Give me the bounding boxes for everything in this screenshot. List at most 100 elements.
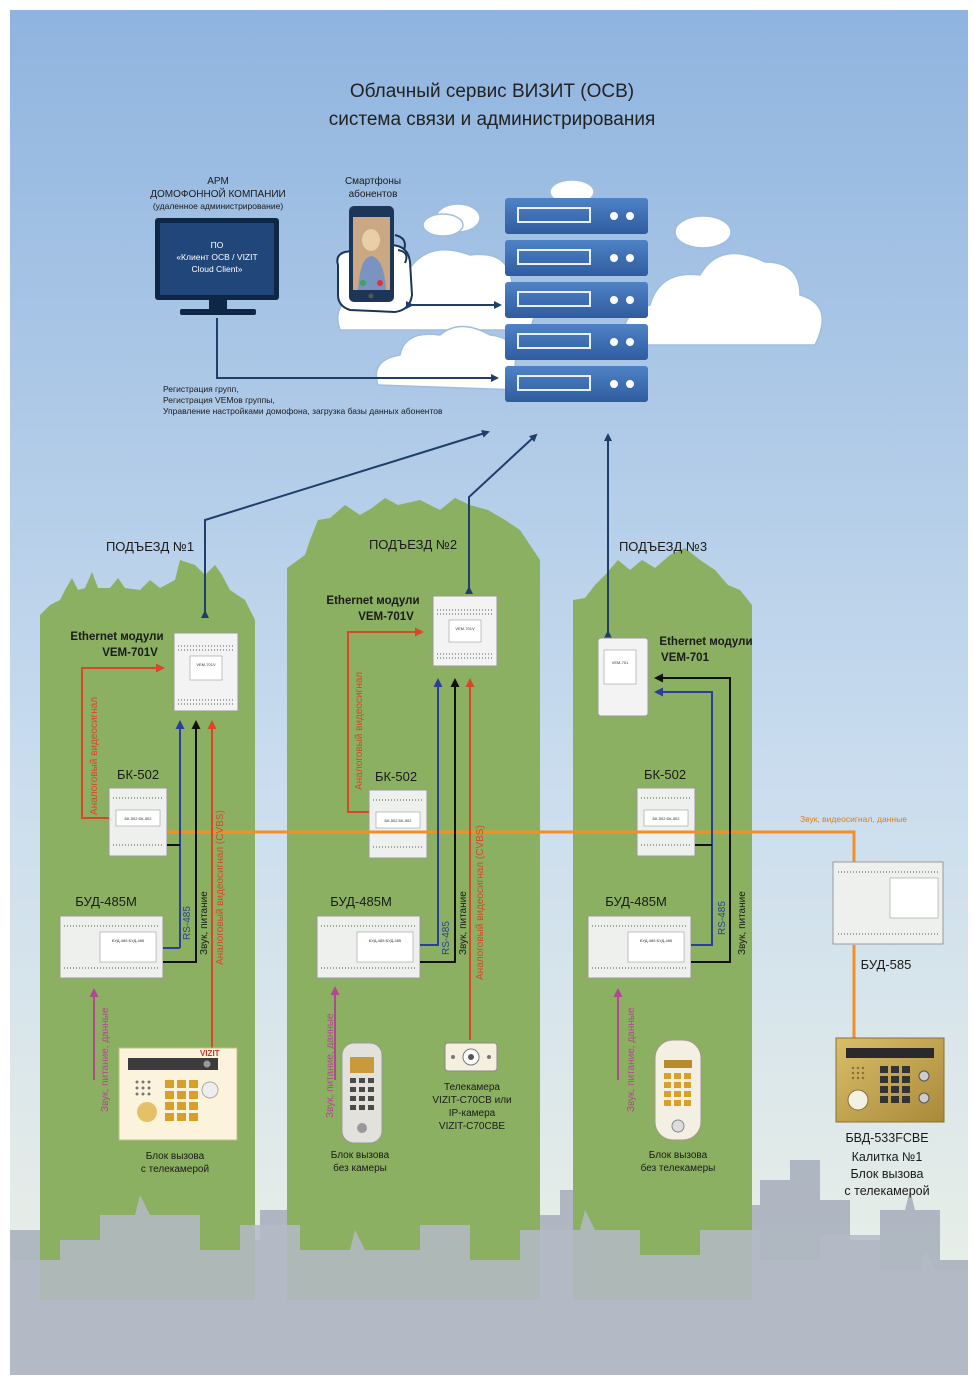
entrance-label-3: ПОДЪЕЗД №3 — [619, 539, 707, 554]
call-panel-1: VIZIT — [118, 1047, 238, 1141]
camera-line2: VIZIT-C70CB или — [432, 1095, 511, 1106]
call-panel-3 — [654, 1039, 702, 1141]
bud-label-3: БУД-485М — [605, 894, 667, 909]
bud-face-2: БУД-485 БУД-485 — [369, 938, 402, 943]
entrance-label-1: ПОДЪЕЗД №1 — [106, 539, 194, 554]
power-label-2: Звук, питание — [458, 891, 469, 955]
vem-face-2: VEM-701V — [455, 626, 475, 631]
cloud-link-1 — [201, 429, 490, 618]
rs485-label-2: RS-485 — [441, 921, 452, 955]
bud-label-1: БУД-485М — [75, 894, 137, 909]
bk-face-2: БК-502 БК-502 — [384, 818, 412, 823]
brand-logo-1: VIZIT — [200, 1049, 220, 1058]
caller-3-line1: Блок вызова — [649, 1150, 708, 1161]
server-unit — [505, 240, 648, 276]
bk-module-3: БК-502 БК-502 — [636, 787, 696, 857]
bk-face-1: БК-502 БК-502 — [124, 816, 152, 821]
bud-face-3: БУД-485 БУД-485 — [640, 938, 673, 943]
bud-module-3: БУД-485 БУД-485 — [587, 915, 692, 979]
rs485-3 — [654, 687, 713, 946]
analog-label-1: Аналоговый видеосигнал — [89, 697, 100, 815]
caller-3-line2: без телекамеры — [641, 1162, 716, 1174]
bk-module-1: БК-502 БК-502 — [108, 787, 168, 857]
arm-server-link — [216, 318, 499, 382]
phones-label-2: абонентов — [349, 188, 398, 200]
arm-screen-2: «Клиент ОСВ / VIZIT — [176, 252, 257, 262]
power-1 — [163, 720, 201, 963]
bud-module-1: БУД-485 БУД-485 — [59, 915, 164, 979]
gate-line4: с телекамерой — [844, 1184, 929, 1198]
gate-call-panel — [835, 1037, 945, 1123]
arm-title-2: ДОМОФОННОЙ КОМПАНИИ — [150, 187, 286, 200]
camera-line1: Телекамера — [444, 1082, 500, 1093]
monitor-icon — [155, 218, 279, 315]
power-2 — [420, 678, 460, 963]
analog-video-1 — [81, 663, 165, 819]
arm-subtitle: (удаленное администрирование) — [153, 201, 283, 211]
bk-label-2: БК-502 — [375, 769, 417, 784]
vem-face-3: VEM-701 — [612, 660, 629, 665]
camera-line3: IP-камера — [449, 1108, 496, 1119]
caller-1-line2: с телекамерой — [141, 1164, 209, 1175]
ethernet-label-c1: Ethernet модули — [659, 636, 752, 648]
cloud-group — [337, 179, 823, 391]
bud-module-2: БУД-485 БУД-485 — [316, 915, 421, 979]
entrance-label-2: ПОДЪЕЗД №2 — [369, 537, 457, 552]
bud-label-2: БУД-485М — [330, 894, 392, 909]
camera-icon — [444, 1042, 498, 1072]
bus-line — [167, 830, 856, 862]
cvbs-label-1: Аналоговый видеосигнал (CVBS) — [215, 810, 226, 965]
bk-label-3: БК-502 — [644, 767, 686, 782]
vem-face-1: VEM-701V — [196, 662, 216, 667]
vem-module-2: VEM-701V — [432, 595, 498, 667]
phones-label-1: Смартфоны — [345, 175, 401, 187]
bk-module-2: БК-502 БК-502 — [368, 789, 428, 859]
vem-module-1: VEM-701V — [173, 632, 239, 712]
page-title-line2: система связи и администрирования — [329, 109, 656, 130]
ethernet-label-b2: VEM-701V — [358, 611, 414, 623]
caller-1-line1: Блок вызова — [146, 1151, 205, 1162]
arm-title-1: АРМ — [207, 176, 229, 187]
server-unit — [505, 198, 648, 234]
city-foreground — [10, 1195, 968, 1375]
server-unit — [505, 366, 648, 402]
camera-line4: VIZIT-C70CBE — [439, 1121, 505, 1132]
gate-line2: Калитка №1 — [852, 1150, 923, 1164]
power-3 — [654, 673, 731, 963]
analog-video-2 — [347, 627, 424, 813]
bk-label-1: БК-502 — [117, 767, 159, 782]
ethernet-label-a1: Ethernet модули — [70, 631, 163, 643]
spd-label-1: Звук, питание, данные — [100, 1007, 111, 1112]
registration-line3: Управление настройками домофона, загрузк… — [163, 406, 443, 416]
ethernet-label-c2: VEM-701 — [661, 652, 710, 664]
registration-line2: Регистрация VEMов группы, — [163, 395, 275, 405]
server-stack — [505, 198, 648, 402]
bus-label: Звук, видеосигнал, данные — [800, 814, 907, 824]
server-unit — [505, 282, 648, 318]
arm-screen-1: ПО — [211, 240, 224, 250]
gate-line3: Блок вызова — [850, 1167, 923, 1181]
call-panel-2 — [341, 1042, 383, 1144]
cloud-link-2 — [465, 433, 538, 594]
rs485-2 — [420, 678, 443, 946]
power-label-3: Звук, питание — [737, 891, 748, 955]
caller-2-line2: без камеры — [333, 1162, 387, 1174]
registration-line1: Регистрация групп, — [163, 384, 239, 394]
arm-screen-3: Cloud Client» — [191, 264, 242, 274]
analog-label-2: Аналоговый видеосигнал — [354, 672, 365, 790]
gate-line1: БВД-533FCBE — [845, 1131, 928, 1145]
bk-face-3: БК-502 БК-502 — [652, 816, 680, 821]
caller-2-line1: Блок вызова — [331, 1150, 390, 1161]
bud-face-1: БУД-485 БУД-485 — [112, 938, 145, 943]
spd-label-2: Звук, питание, данные — [325, 1013, 336, 1118]
bud585-module — [832, 861, 944, 945]
ethernet-label-b1: Ethernet модули — [326, 595, 419, 607]
rs485-label-3: RS-485 — [717, 901, 728, 935]
cvbs-label-2: Аналоговый видеосигнал (CVBS) — [475, 825, 486, 980]
smartphone-icon — [336, 206, 414, 314]
bud585-label: БУД-585 — [861, 957, 912, 972]
server-unit — [505, 324, 648, 360]
rs485-label-1: RS-485 — [182, 906, 193, 940]
